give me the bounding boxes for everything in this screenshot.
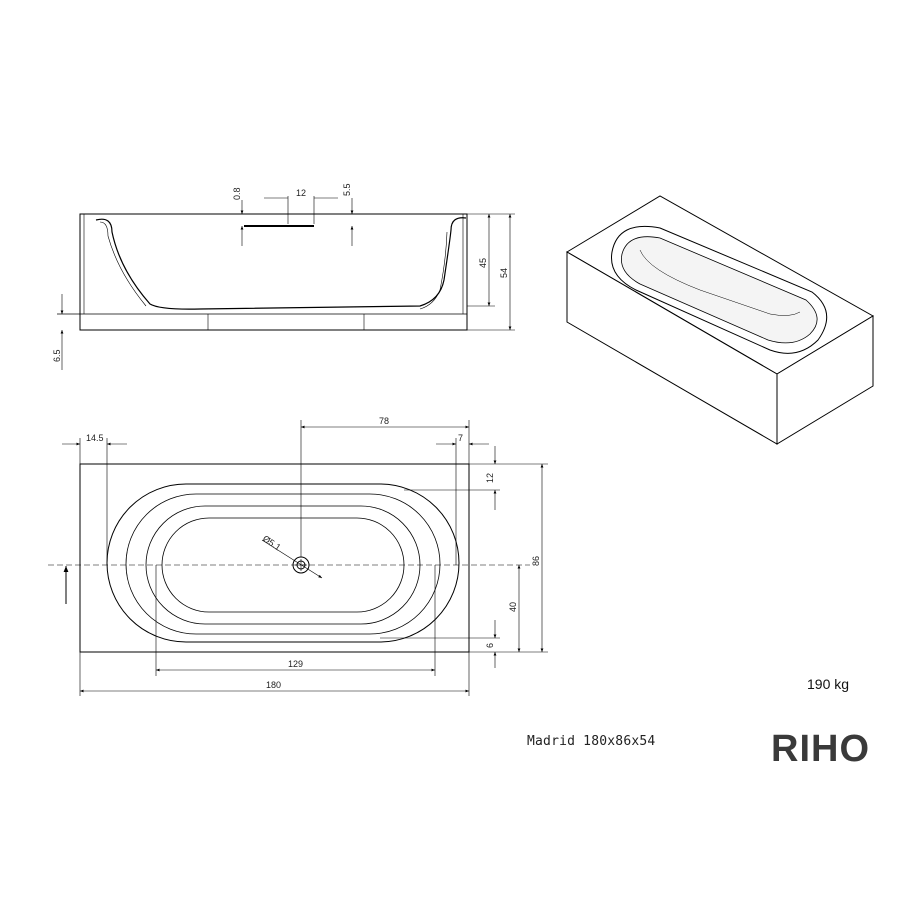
tub-outer-oval	[106, 483, 460, 643]
dim-top-edge: 12	[485, 473, 495, 483]
brand-logo: RIHO	[771, 728, 870, 770]
dim-rim-thickness: 0.8	[232, 187, 242, 200]
tub-inner-profile	[95, 217, 467, 310]
dim-drain-height: 40	[508, 602, 518, 612]
isometric-view	[566, 195, 874, 445]
top-view	[48, 420, 548, 696]
dim-right-edge: 7	[458, 433, 463, 443]
dim-length: 180	[266, 680, 281, 690]
iso-basin-inner	[621, 236, 818, 344]
dim-base-height: 6.5	[52, 349, 62, 362]
dim-width: 86	[531, 556, 541, 566]
iso-side-face	[776, 315, 874, 445]
dim-overflow-width: 12	[296, 188, 306, 198]
top-view-outline	[79, 463, 470, 653]
dim-drain-diameter: Ø5.1	[261, 533, 283, 552]
dim-bottom-edge: 6	[485, 643, 495, 648]
side-view-outline	[79, 213, 468, 331]
dim-edge-offset: 14.5	[86, 433, 104, 443]
dim-inner-depth: 45	[478, 258, 488, 268]
dim-inner-length: 129	[288, 659, 303, 669]
tub-rim-oval	[125, 493, 441, 635]
side-view	[57, 196, 515, 370]
weight-label: 190 kg	[807, 676, 850, 692]
dim-overflow-height: 5.5	[342, 183, 352, 196]
model-name: Madrid 180x86x54	[527, 734, 656, 749]
dim-drain-from-right: 78	[379, 416, 389, 426]
dim-total-height: 54	[499, 268, 509, 278]
